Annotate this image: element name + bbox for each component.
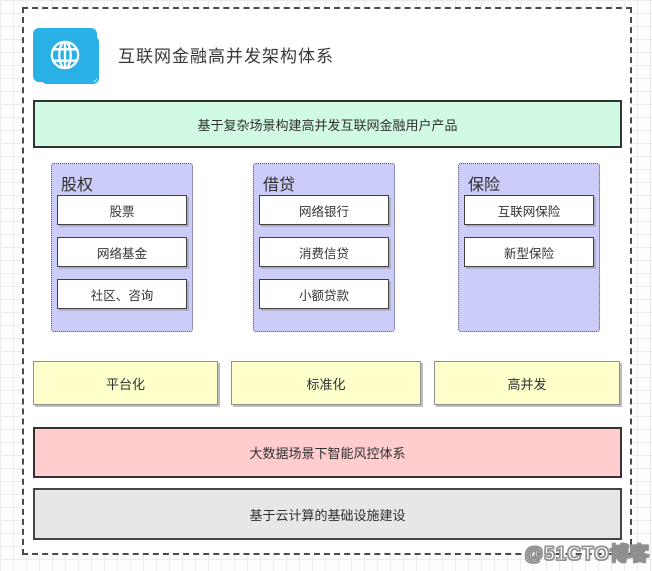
group-item-micro-loan: 小额贷款 [259, 279, 389, 309]
group-equity: 股权 股票 网络基金 社区、咨询 [51, 163, 193, 332]
capability-high-concurrency: 高并发 [434, 361, 620, 405]
banner-product: 基于复杂场景构建高并发互联网金融用户产品 [33, 100, 622, 148]
globe-glyph [50, 40, 80, 70]
page-title: 互联网金融高并发架构体系 [118, 47, 334, 66]
group-item-stock: 股票 [57, 195, 187, 225]
banner-infrastructure: 基于云计算的基础设施建设 [33, 488, 622, 540]
banner-risk-control: 大数据场景下智能风控体系 [33, 427, 622, 478]
group-item-internet-insurance: 互联网保险 [464, 195, 594, 225]
globe-icon [33, 28, 99, 84]
group-title: 保险 [468, 177, 501, 194]
watermark-51cto: @51CTO博客 [524, 543, 650, 565]
capability-platformization: 平台化 [33, 361, 218, 405]
capability-standardization: 标准化 [231, 361, 421, 405]
group-lending: 借贷 网络银行 消费信贷 小额贷款 [253, 163, 395, 332]
group-item-online-bank: 网络银行 [259, 195, 389, 225]
group-item-online-fund: 网络基金 [57, 237, 187, 267]
group-insurance: 保险 互联网保险 新型保险 [458, 163, 600, 332]
group-item-community-consulting: 社区、咨询 [57, 279, 187, 309]
diagram-container: 互联网金融高并发架构体系 基于复杂场景构建高并发互联网金融用户产品 股权 股票 … [22, 7, 632, 555]
group-item-consumer-credit: 消费信贷 [259, 237, 389, 267]
group-title: 借贷 [263, 177, 296, 194]
group-item-new-insurance: 新型保险 [464, 237, 594, 267]
globe-icon-card [33, 28, 97, 82]
group-title: 股权 [61, 177, 94, 194]
